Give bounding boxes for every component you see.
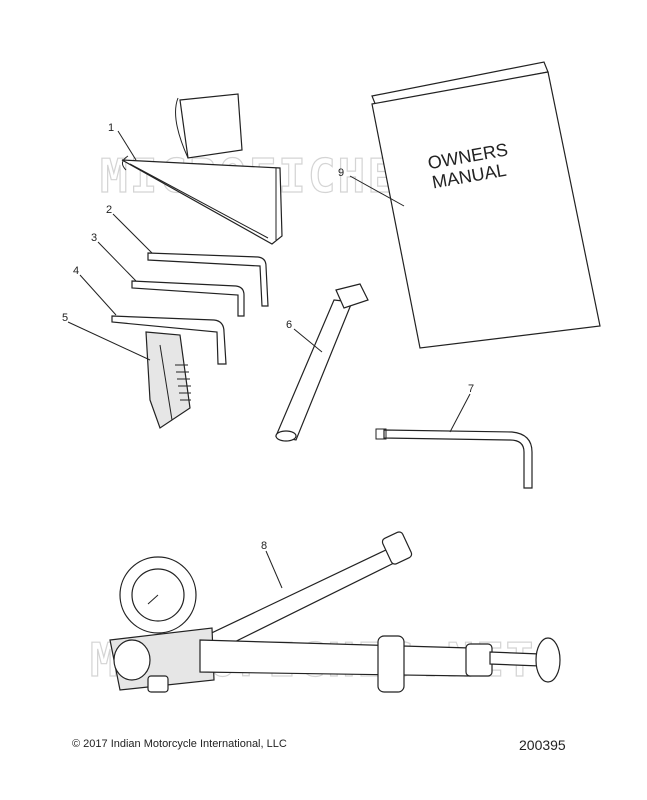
part-5-puller-tool (145, 331, 191, 429)
part-3-hex-key (131, 280, 245, 317)
copyright-notice: © 2017 Indian Motorcycle International, … (72, 738, 287, 750)
callout-1: 1 (108, 122, 114, 134)
callout-5: 5 (62, 312, 68, 324)
drawing-number: 200395 (519, 737, 566, 753)
part-6-socket-tube (275, 283, 369, 442)
callout-3: 3 (91, 232, 97, 244)
leader-lines (67, 130, 471, 589)
part-9-owners-manual: OWNERS MANUAL (371, 61, 601, 349)
part-1-tool-strap (121, 93, 283, 245)
callout-6: 6 (286, 319, 292, 331)
copyright-text: 2017 Indian Motorcycle International, LL… (83, 738, 287, 750)
part-8-shock-pump (109, 531, 561, 693)
part-7-torx-key (375, 428, 533, 489)
callout-7: 7 (468, 383, 474, 395)
part-4-torx-key (111, 315, 227, 365)
callout-8: 8 (261, 540, 267, 552)
callout-2: 2 (106, 204, 112, 216)
copyright-symbol: © (72, 738, 81, 750)
callout-4: 4 (73, 265, 79, 277)
part-2-hex-key (147, 252, 269, 307)
callout-9: 9 (338, 167, 344, 179)
